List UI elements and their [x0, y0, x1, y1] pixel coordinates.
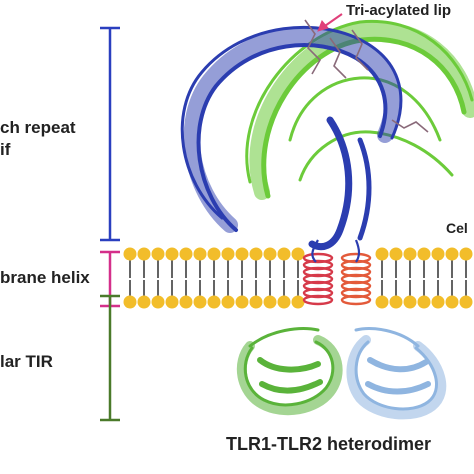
transmembrane-helix-left — [302, 252, 334, 306]
lipid-head — [193, 295, 207, 309]
linker-chains — [311, 239, 361, 263]
lipid-head — [277, 295, 291, 309]
lipid-head — [123, 247, 137, 261]
lipid-head — [403, 295, 417, 309]
lipid-head — [123, 295, 137, 309]
lrr-label-line2: if — [0, 140, 11, 159]
lipid-head — [445, 247, 459, 261]
lipid-head — [291, 247, 305, 261]
lipid-head — [165, 295, 179, 309]
lipid-head — [207, 295, 221, 309]
lipid-head — [263, 247, 277, 261]
lipid-head — [375, 247, 389, 261]
lipid-head — [151, 247, 165, 261]
lipid-head — [417, 295, 431, 309]
lipid-head — [431, 247, 445, 261]
lipid-head — [263, 295, 277, 309]
helix-turn — [340, 294, 372, 306]
helix-turn — [302, 294, 334, 306]
tlr1-ectodomain — [180, 25, 403, 251]
tir-bracket — [100, 294, 120, 422]
lipid-head — [151, 295, 165, 309]
lipid-arrow — [317, 13, 343, 32]
tir-label: lar TIR — [0, 352, 53, 371]
lipid-head — [207, 247, 221, 261]
membrane-label: brane helix — [0, 268, 90, 287]
lrr-label-line1: ch repeat — [0, 118, 76, 137]
lipid-head — [445, 295, 459, 309]
lipid-head — [277, 247, 291, 261]
heterodimer-title: TLR1-TLR2 heterodimer — [226, 434, 432, 454]
lipid-head — [417, 247, 431, 261]
tlr1-tir-domain — [237, 327, 343, 416]
lipid-head — [137, 247, 151, 261]
cell-label: Cel — [446, 220, 468, 236]
lipid-head — [137, 295, 151, 309]
lipid-head — [249, 295, 263, 309]
lipid-head — [459, 295, 473, 309]
lipid-head — [221, 247, 235, 261]
lipid-head — [179, 295, 193, 309]
lipid-head — [235, 295, 249, 309]
lipid-ligand — [304, 19, 429, 133]
tlr2-ectodomain — [245, 19, 474, 200]
lipid-head — [459, 247, 473, 261]
lipid-head — [235, 247, 249, 261]
lipid-head — [431, 295, 445, 309]
lipid-head — [375, 295, 389, 309]
lipid-bilayer — [123, 247, 473, 309]
lipid-head — [403, 247, 417, 261]
transmembrane-helix-right — [340, 252, 372, 306]
lipid-head — [179, 247, 193, 261]
lipid-head — [193, 247, 207, 261]
tlr2-tir-domain — [346, 327, 447, 420]
lipid-head — [389, 247, 403, 261]
lipid-label: Tri-acylated lip — [346, 2, 452, 19]
lipid-head — [165, 247, 179, 261]
lipid-head — [291, 295, 305, 309]
lipid-head — [389, 295, 403, 309]
lipid-head — [221, 295, 235, 309]
lipid-head — [249, 247, 263, 261]
lrr-bracket — [100, 26, 120, 242]
